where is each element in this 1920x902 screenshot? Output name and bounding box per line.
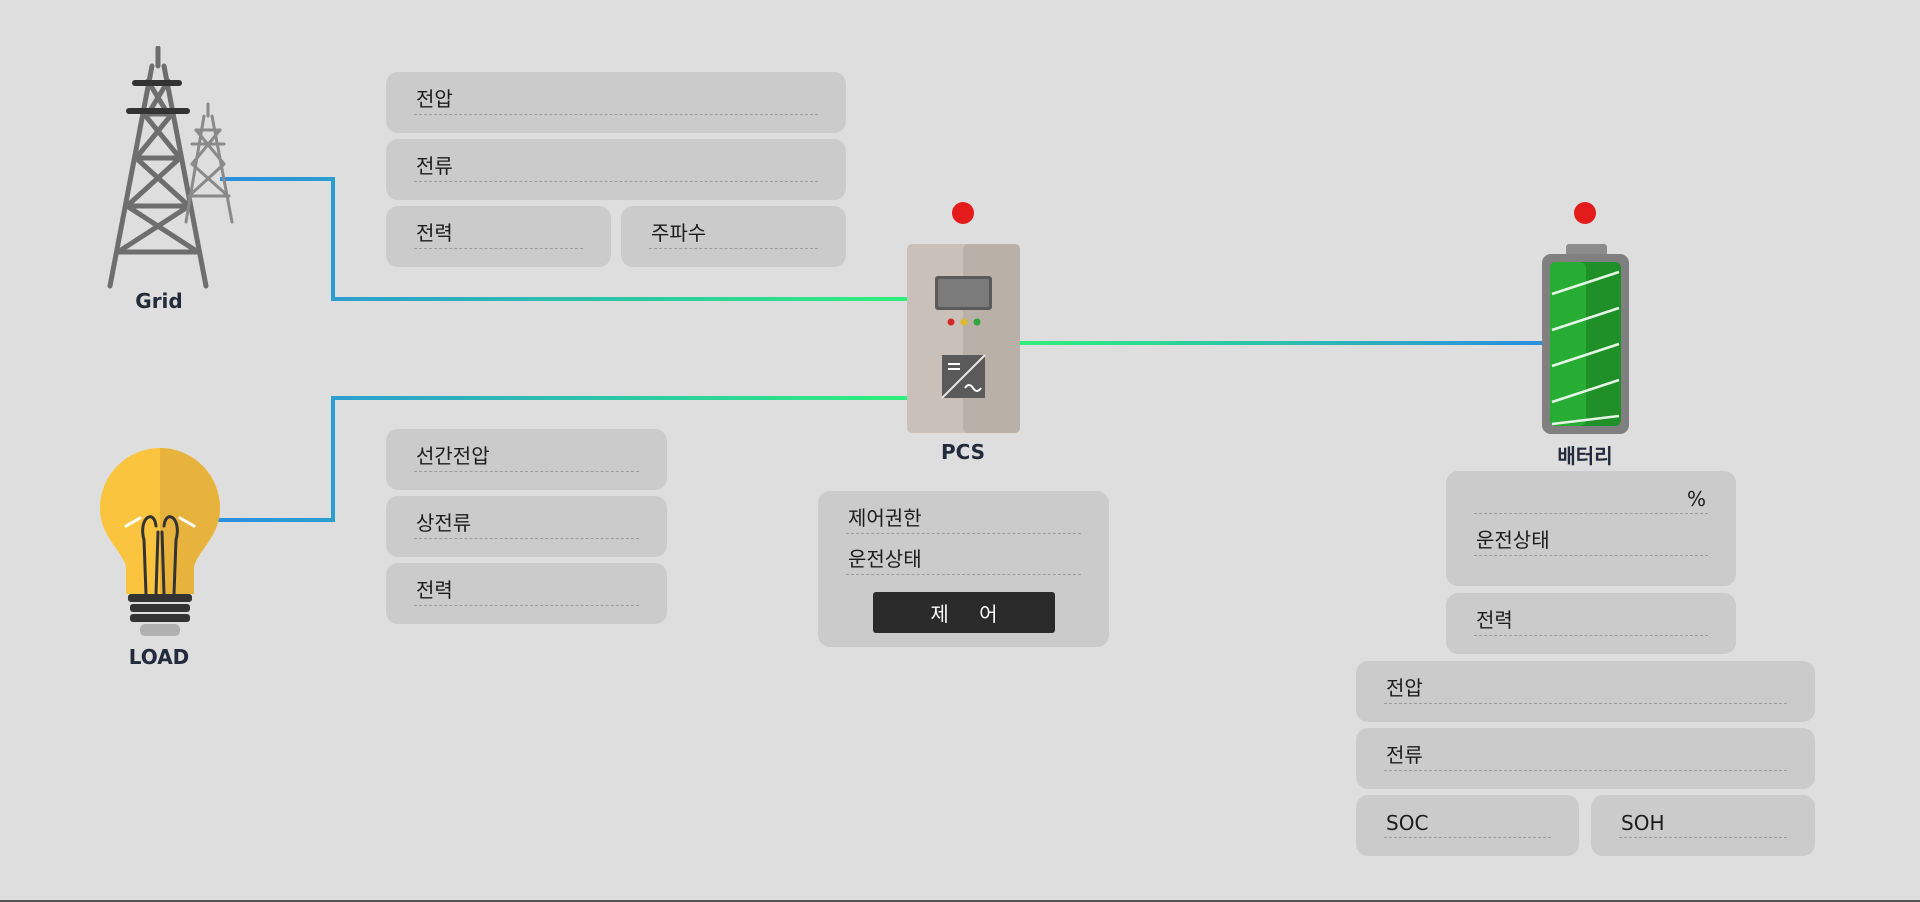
bottom-border: [0, 900, 1920, 902]
grid-current-field: 전류: [414, 145, 818, 182]
load-phase-current-field: 상전류: [414, 502, 639, 539]
load-power-card: 전력: [386, 563, 667, 624]
battery-voltage-card: 전압: [1356, 661, 1815, 722]
battery-current-card: 전류: [1356, 728, 1815, 789]
battery-soc-label: SOC: [1386, 811, 1429, 835]
battery-voltage-label: 전압: [1386, 676, 1423, 700]
pcs-run-status-field: 운전상태: [846, 540, 1081, 575]
battery-label: 배터리: [1557, 444, 1613, 468]
load-label: LOAD: [128, 645, 190, 669]
battery-soh-field: SOH: [1619, 801, 1787, 838]
grid-frequency-card: 주파수: [621, 206, 846, 267]
grid-voltage-field: 전압: [414, 78, 818, 115]
battery-soc-card: SOC: [1356, 795, 1579, 856]
grid-power-label: 전력: [416, 221, 453, 245]
load-line-voltage-field: 선간전압: [414, 435, 639, 472]
pcs-label: PCS: [940, 440, 986, 464]
grid-voltage-label: 전압: [416, 87, 453, 111]
load-phase-current-card: 상전류: [386, 496, 667, 557]
grid-label: Grid: [135, 289, 183, 313]
battery-voltage-field: 전압: [1384, 667, 1787, 704]
battery-soc-percent-field: %: [1474, 477, 1708, 514]
battery-current-label: 전류: [1386, 743, 1423, 767]
grid-current-card: 전류: [386, 139, 846, 200]
transmission-tower-icon: [107, 46, 234, 289]
load-line-voltage-card: 선간전압: [386, 429, 667, 490]
grid-current-label: 전류: [416, 154, 453, 178]
load-power-field: 전력: [414, 569, 639, 606]
battery-status-card: % 운전상태: [1446, 471, 1736, 586]
battery-soh-label: SOH: [1621, 811, 1665, 835]
battery-current-field: 전류: [1384, 734, 1787, 771]
battery-soc-unit: %: [1686, 487, 1706, 511]
load-power-label: 전력: [416, 578, 453, 602]
battery-power-label: 전력: [1476, 608, 1513, 632]
pcs-inverter-icon: [907, 244, 1020, 433]
pcs-status-indicator: [952, 202, 974, 224]
battery-status-indicator: [1574, 202, 1596, 224]
grid-frequency-field: 주파수: [649, 212, 818, 249]
battery-run-status-label: 운전상태: [1476, 528, 1550, 552]
battery-power-field: 전력: [1474, 599, 1708, 636]
battery-soc-field: SOC: [1384, 801, 1551, 838]
grid-to-pcs-wire: [220, 177, 910, 301]
pcs-control-button[interactable]: 제 어: [873, 592, 1055, 633]
pcs-control-authority-field: 제어권한: [846, 499, 1081, 534]
light-bulb-icon: [100, 448, 220, 636]
battery-power-card: 전력: [1446, 593, 1736, 654]
load-line-voltage-label: 선간전압: [416, 444, 490, 468]
grid-voltage-card: 전압: [386, 72, 846, 133]
grid-frequency-label: 주파수: [651, 221, 707, 245]
pcs-run-status-label: 운전상태: [848, 547, 922, 571]
grid-power-field: 전력: [414, 212, 583, 249]
battery-run-status-field: 운전상태: [1474, 519, 1708, 556]
load-to-pcs-wire: [215, 396, 910, 522]
load-phase-current-label: 상전류: [416, 511, 472, 535]
battery-soh-card: SOH: [1591, 795, 1815, 856]
pcs-control-authority-label: 제어권한: [848, 506, 922, 530]
battery-icon: [1542, 244, 1629, 434]
grid-power-card: 전력: [386, 206, 611, 267]
